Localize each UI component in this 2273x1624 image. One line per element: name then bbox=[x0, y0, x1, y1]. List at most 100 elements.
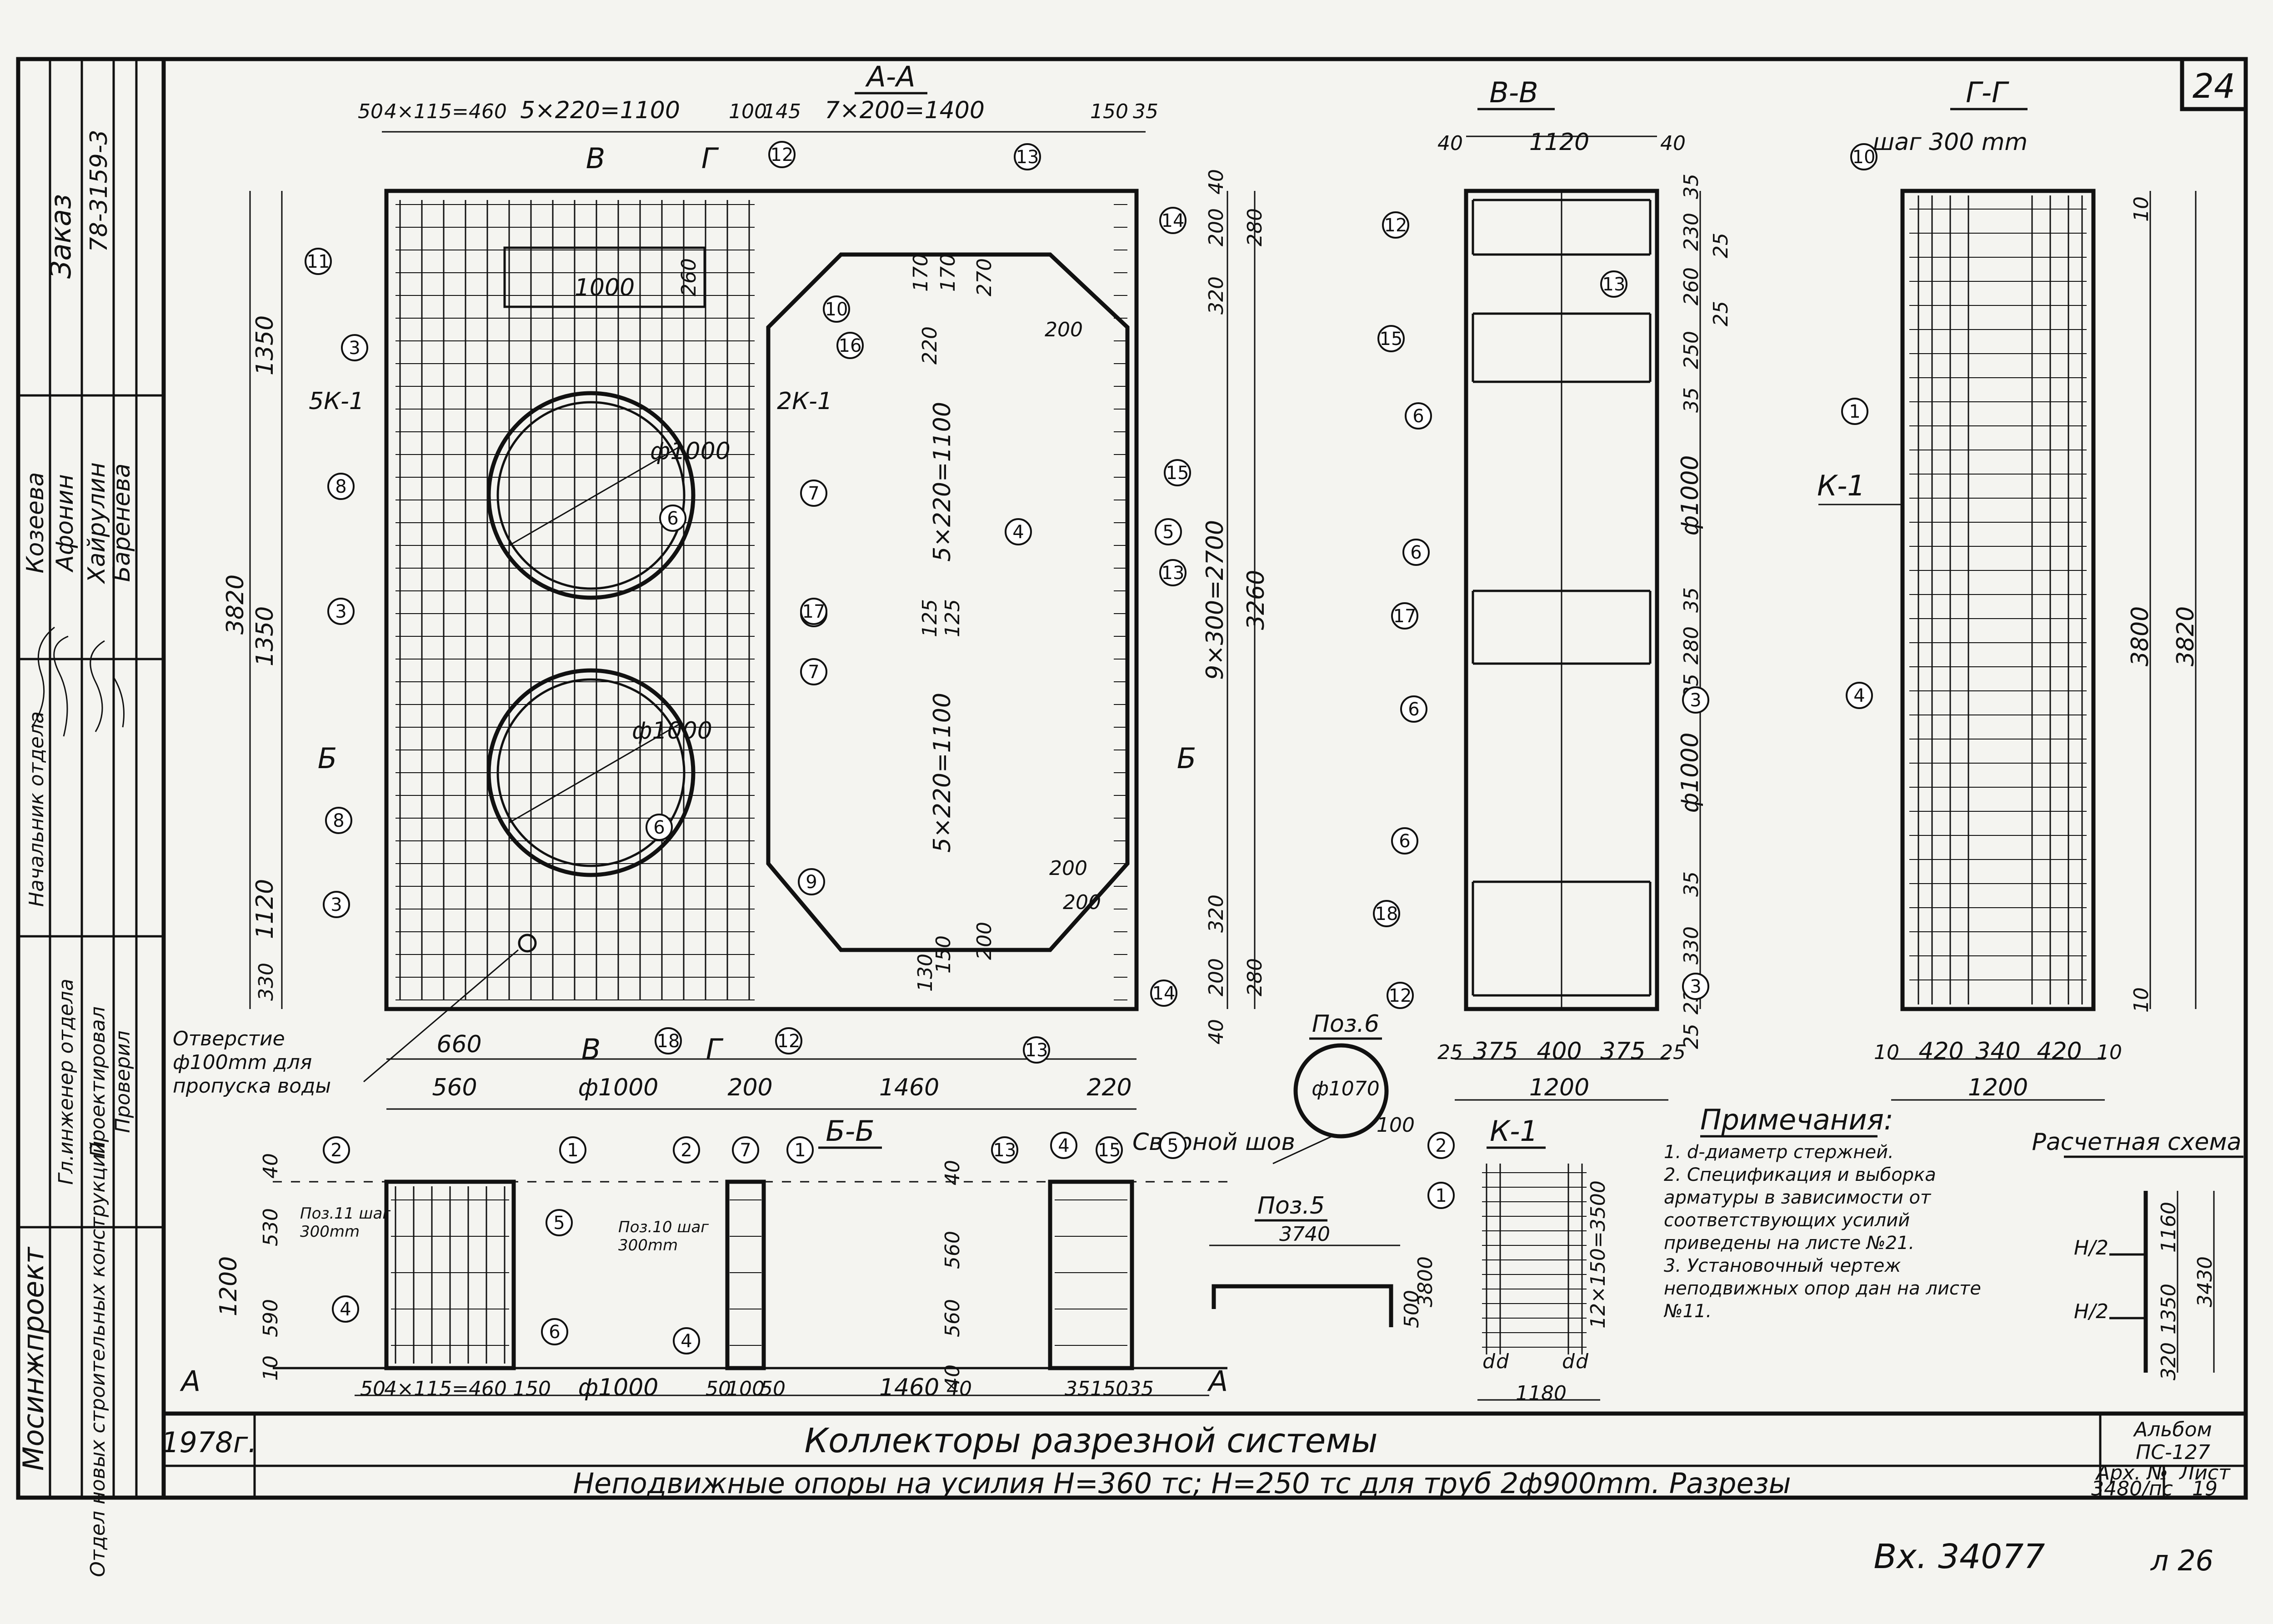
bubble-number: 3 bbox=[335, 601, 346, 622]
aa-inner-dim-13: 200 bbox=[973, 922, 996, 960]
pipe-1-dia: ф1000 bbox=[650, 438, 731, 465]
bubble-number: 17 bbox=[802, 601, 826, 622]
aa-left-dim-3: 1120 bbox=[251, 879, 279, 939]
bb-mid-dim-1: 40 bbox=[941, 1160, 964, 1185]
position-bubble: 6 bbox=[541, 1318, 568, 1345]
bubble-number: 9 bbox=[806, 872, 817, 893]
position-bubble: 1 bbox=[786, 1136, 814, 1164]
aa-right-dim-6: 3260 bbox=[1242, 570, 1270, 630]
bubble-circle bbox=[1850, 143, 1877, 170]
poz5-height: 500 bbox=[1400, 1290, 1423, 1328]
bb-left-dim-2: 530 bbox=[259, 1208, 282, 1246]
position-bubble: 13 bbox=[1023, 1036, 1050, 1064]
position-bubble: 1 bbox=[1427, 1182, 1455, 1209]
bubble-circle bbox=[332, 1295, 359, 1323]
vv-right-dim-1: 35 bbox=[1680, 174, 1703, 199]
bb-bottom-dim-12: 35 bbox=[1128, 1377, 1154, 1400]
vv-bottom-dim-2: 375 bbox=[1473, 1038, 1518, 1065]
gg-bottom-dim-3: 340 bbox=[1975, 1038, 2020, 1065]
bubble-number: 15 bbox=[1166, 463, 1189, 484]
aa-right-dim-4: 320 bbox=[1205, 276, 1228, 315]
order-label: Заказ bbox=[44, 194, 77, 279]
incoming-number: Вх. 34077 bbox=[1873, 1537, 2045, 1576]
bubble-circle bbox=[341, 334, 368, 361]
bubble-circle bbox=[823, 295, 850, 323]
position-bubble: 6 bbox=[1405, 402, 1432, 430]
gg-pitch-label: шаг 300 mm bbox=[1873, 129, 2028, 156]
bubble-circle bbox=[325, 807, 352, 834]
bb-cut-mark-right: А bbox=[1207, 1364, 1228, 1398]
aa-left-dim-1: 1350 bbox=[251, 315, 279, 375]
section-gg-title: Г-Г bbox=[1966, 76, 2009, 109]
aa-bottom-dim-2: 560 bbox=[432, 1074, 477, 1101]
bubble-circle bbox=[1164, 459, 1191, 486]
bb-left-dim-1: 40 bbox=[259, 1153, 282, 1179]
bubble-number: 17 bbox=[1393, 606, 1417, 627]
calc-scheme-title: Расчетная схема bbox=[2032, 1129, 2242, 1156]
aa-inner-dim-1: 1000 bbox=[575, 274, 635, 301]
aa-frame-label-1: 5К-1 bbox=[309, 388, 364, 415]
bubble-circle bbox=[1391, 602, 1418, 630]
bb-bottom-dim-3: 150 bbox=[513, 1377, 551, 1400]
bubble-circle bbox=[1387, 982, 1414, 1009]
vv-right-dim-13: 35 bbox=[1680, 871, 1703, 897]
bubble-circle bbox=[1159, 207, 1187, 234]
bubble-circle bbox=[1159, 559, 1187, 586]
bubble-number: 12 bbox=[777, 1031, 801, 1052]
bb-bottom-dim-2: 4×115=460 bbox=[384, 1377, 507, 1400]
poz5-bar bbox=[1212, 1284, 1393, 1327]
position-bubble: 6 bbox=[1400, 695, 1427, 723]
bubble-number: 6 bbox=[1408, 699, 1419, 720]
section-gg: Г-Г шаг 300 mm К-1 10 3800 3820 10 10 42… bbox=[1817, 76, 2199, 1101]
bb-mid-dim-3: 560 bbox=[941, 1299, 964, 1337]
bubble-circle bbox=[786, 1136, 814, 1164]
vv-right-dim-4: 25 bbox=[1709, 301, 1732, 326]
aa-left-dim-total: 3820 bbox=[222, 575, 249, 635]
bubble-circle bbox=[327, 598, 355, 625]
order-number: 78-3159-3 bbox=[85, 130, 113, 252]
aa-inner-dim-7: 170 bbox=[936, 254, 960, 292]
bb-mid-dim-2: 560 bbox=[941, 1231, 964, 1269]
position-bubble: 4 bbox=[1005, 518, 1032, 545]
aa-frame-label-2: 2К-1 bbox=[777, 388, 832, 415]
bubble-number: 18 bbox=[1375, 904, 1398, 924]
position-bubble: 6 bbox=[646, 814, 673, 841]
aa-cut-mark-v-bottom: В bbox=[581, 1033, 601, 1066]
pipe-1 bbox=[486, 391, 696, 600]
bubble-number: 4 bbox=[1012, 522, 1024, 543]
bb-pos-note-1: Поз.11 шаг 300mm bbox=[300, 1204, 391, 1241]
aa-bottom-dim-6: 220 bbox=[1086, 1074, 1131, 1101]
vv-right-dim-3: 25 bbox=[1709, 233, 1732, 258]
sheet-number: 24 bbox=[2193, 67, 2235, 106]
aa-cut-mark-v-top: В bbox=[586, 142, 606, 175]
gg-right-dim-2: 3800 bbox=[2127, 606, 2154, 666]
signatory-role-1: Начальник отдела bbox=[25, 711, 48, 907]
gg-bottom-dim-total: 1200 bbox=[1968, 1074, 2028, 1101]
position-bubble: 4 bbox=[332, 1295, 359, 1323]
vv-bottom-dim-4: 375 bbox=[1600, 1038, 1645, 1065]
bubble-circle bbox=[1155, 518, 1182, 545]
bubble-circle bbox=[327, 473, 355, 500]
position-bubble: 13 bbox=[1159, 559, 1187, 586]
sheet-frame bbox=[16, 57, 2248, 1500]
aa-top-dim-7: 150 bbox=[1090, 100, 1128, 123]
bb-right-block bbox=[1048, 1179, 1134, 1370]
position-bubble: 18 bbox=[1373, 900, 1400, 927]
hole-note: Отверстие ф100mm для пропуска воды bbox=[173, 1027, 331, 1098]
vv-right-dim-10: 280 bbox=[1680, 626, 1703, 665]
bubble-number: 15 bbox=[1098, 1140, 1121, 1161]
bubble-number: 10 bbox=[1852, 147, 1876, 168]
bubble-number: 14 bbox=[1162, 210, 1185, 231]
pipe-2-dia: ф1000 bbox=[632, 717, 712, 745]
calc-label-2: H/2 bbox=[2074, 1300, 2108, 1323]
bubble-circle bbox=[1096, 1136, 1123, 1164]
arch-number: 3480/пс bbox=[2091, 1477, 2173, 1500]
position-bubble: 17 bbox=[1391, 602, 1418, 630]
bb-bottom-dim-10: 35 bbox=[1065, 1377, 1090, 1400]
vv-right-dim-5: 260 bbox=[1680, 267, 1703, 305]
position-bubble: 2 bbox=[673, 1136, 700, 1164]
department-name: Отдел новых строительных конструкций bbox=[86, 1141, 110, 1577]
bubble-circle bbox=[1405, 402, 1432, 430]
bubble-circle bbox=[1377, 325, 1405, 352]
position-bubble: 12 bbox=[1387, 982, 1414, 1009]
